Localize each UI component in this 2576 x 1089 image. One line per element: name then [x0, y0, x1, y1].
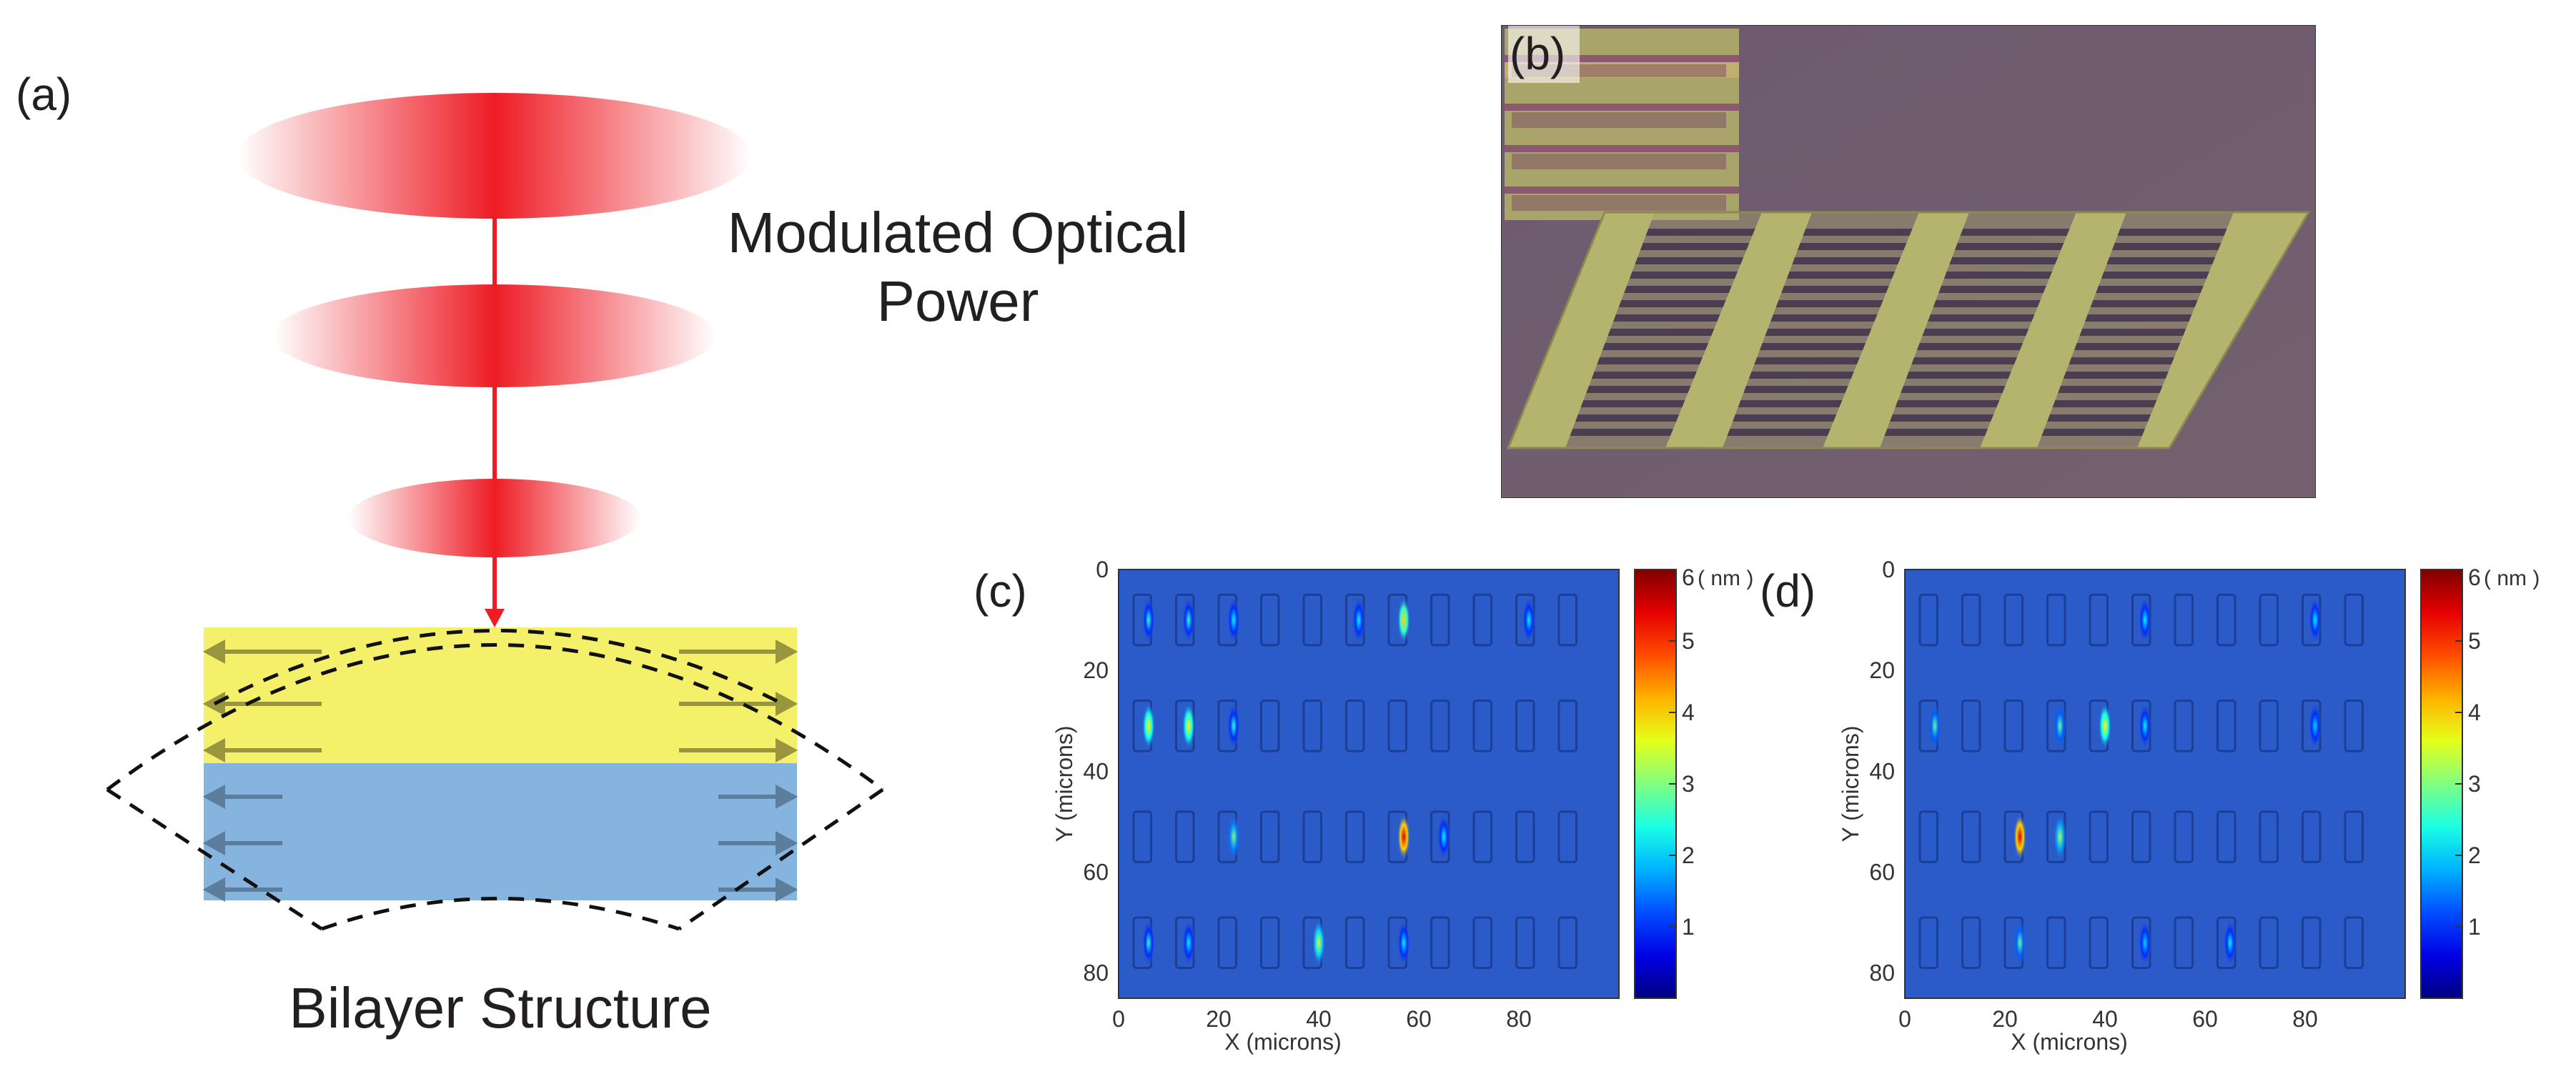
- colorbar-tick-label: 6: [2468, 565, 2481, 590]
- hotspot: [1182, 597, 1195, 643]
- beam-title-line2: Power: [876, 269, 1039, 333]
- hotspot: [2013, 814, 2026, 860]
- hotspot: [1437, 814, 1450, 860]
- panel-label-b: (b): [1510, 28, 1566, 79]
- panel-label-c: (c): [974, 565, 1027, 617]
- beam-title: Modulated Optical Power: [686, 199, 1229, 336]
- colorbar-tick-label: 1: [1682, 914, 1695, 940]
- top-layer: [204, 627, 797, 763]
- bottom-layer: [204, 763, 797, 900]
- x-axis-label: X (microns): [1224, 1029, 1342, 1055]
- x-tick-label: 40: [2092, 1006, 2118, 1032]
- map-background: [1905, 570, 2405, 998]
- hotspot: [1227, 597, 1240, 643]
- y-axis-label: Y (microns): [1838, 726, 1863, 842]
- hotspot: [2013, 920, 2026, 966]
- label-b-backdrop: [1508, 26, 1580, 83]
- y-tick-label: 60: [1869, 860, 1895, 885]
- hotspot: [1182, 702, 1195, 749]
- x-tick-label: 20: [1992, 1006, 2018, 1032]
- x-tick-label: 60: [1406, 1006, 1432, 1032]
- x-tick-label: 20: [1206, 1006, 1232, 1032]
- hotspot: [1312, 920, 1325, 966]
- hotspot: [2309, 597, 2322, 643]
- hotspot: [1142, 920, 1155, 966]
- colorbar-tick-label: 6: [1682, 565, 1695, 590]
- colorbar-tick-label: 2: [2468, 842, 2481, 868]
- colorbar-tick-label: 3: [1682, 771, 1695, 797]
- colorbar-unit: ( nm ): [1698, 567, 1753, 590]
- hotspot: [1397, 814, 1410, 860]
- y-tick-label: 80: [1869, 960, 1895, 986]
- x-tick-label: 80: [1506, 1006, 1532, 1032]
- colorbar-tick-label: 5: [2468, 628, 2481, 654]
- y-tick-label: 40: [1083, 758, 1109, 784]
- y-tick-label: 80: [1083, 960, 1109, 986]
- colorbar-tick-label: 3: [2468, 771, 2481, 797]
- map-background: [1119, 570, 1619, 998]
- beam-arrowhead: [485, 609, 505, 627]
- hotspot: [2309, 702, 2322, 749]
- structure-title: Bilayer Structure: [289, 976, 712, 1040]
- plot-frame: [1904, 569, 2406, 999]
- x-tick-label: 0: [1112, 1006, 1125, 1032]
- y-tick-label: 60: [1083, 860, 1109, 885]
- hotspot: [1352, 597, 1365, 643]
- x-tick-label: 80: [2292, 1006, 2318, 1032]
- hotspot: [2224, 920, 2236, 966]
- sem-support-bars: [1508, 212, 2309, 448]
- colorbar-tick-label: 4: [1682, 700, 1695, 725]
- hotspot: [2054, 814, 2066, 860]
- optical-pulse-small: [348, 479, 641, 557]
- bilayer-diagram: [106, 93, 884, 931]
- y-axis-label: Y (microns): [1051, 726, 1077, 842]
- colorbar-tick-label: 5: [1682, 628, 1695, 654]
- y-tick-label: 40: [1869, 758, 1895, 784]
- colorbar-tick-label: 2: [1682, 842, 1695, 868]
- panel-label-d: (d): [1760, 565, 1816, 617]
- hotspot: [2099, 702, 2111, 749]
- colorbar-tick-label: 4: [2468, 700, 2481, 725]
- sem-micrograph-image: [1501, 25, 2316, 498]
- hotspot: [1397, 597, 1410, 643]
- bent-outline: [106, 629, 884, 931]
- hotspot: [2139, 920, 2151, 966]
- hotspot: [1522, 597, 1535, 643]
- hotspot: [2139, 597, 2151, 643]
- hotspot: [1227, 702, 1240, 749]
- y-tick-label: 20: [1869, 657, 1895, 683]
- hotspot: [1142, 702, 1155, 749]
- x-tick-label: 40: [1306, 1006, 1332, 1032]
- bottom-layer-arrows: [202, 784, 798, 902]
- plot-frame: [1118, 569, 1620, 999]
- x-tick-label: 0: [1898, 1006, 1911, 1032]
- colorbar-unit: ( nm ): [2484, 567, 2540, 590]
- y-tick-label: 0: [1096, 557, 1109, 582]
- hotspot: [2054, 702, 2066, 749]
- x-axis-label: X (microns): [2011, 1029, 2128, 1055]
- hotspot: [1182, 920, 1195, 966]
- beam-title-line1: Modulated Optical: [727, 201, 1189, 264]
- optical-pulse-large: [237, 93, 752, 219]
- y-tick-label: 0: [1882, 557, 1895, 582]
- x-tick-label: 60: [2192, 1006, 2218, 1032]
- hotspot: [1928, 702, 1941, 749]
- optical-pulse-medium: [273, 284, 716, 387]
- hotspot: [1397, 920, 1410, 966]
- colorbar-tick-label: 1: [2468, 914, 2481, 940]
- hotspot: [1142, 597, 1155, 643]
- hotspot: [1227, 814, 1240, 860]
- panel-label-a: (a): [16, 69, 72, 120]
- hotspot: [2139, 702, 2151, 749]
- y-tick-label: 20: [1083, 657, 1109, 683]
